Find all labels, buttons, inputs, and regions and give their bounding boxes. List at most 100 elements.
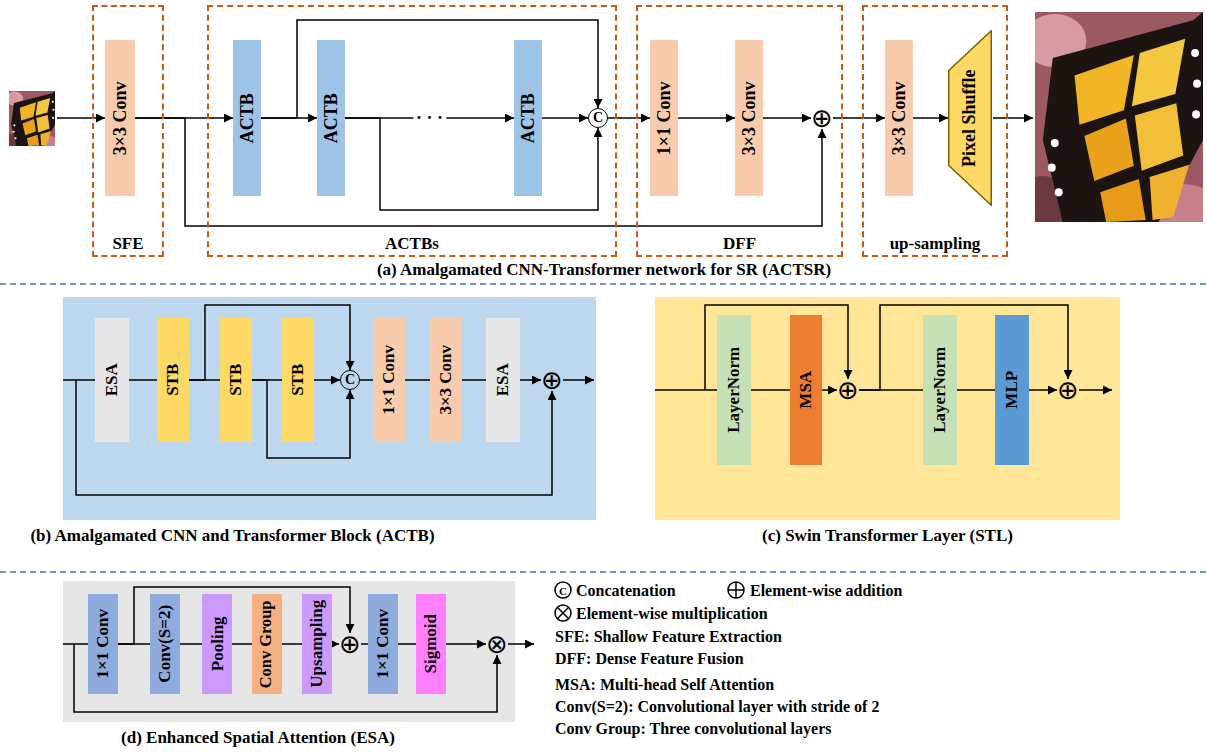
label-holder: Conv(S=2): Convolutional layer with stri… [555,697,879,716]
connector [314,379,340,381]
label-holder: MSA: Multi-head Self Attention [555,675,774,694]
region-label: ACTBs [385,234,439,254]
box-label: Conv(S=2) [155,605,175,683]
box-label: 3×3 Conv [436,345,456,415]
conv-layer: 1×1 Conv [650,40,678,196]
operator-symbol: ⊕ [1057,379,1079,401]
connector [361,643,368,645]
box-label: ESA [102,363,122,396]
output-image [1017,12,1207,237]
operator-symbol: ⊕ [811,107,833,129]
concat-node: C [588,108,608,128]
box-label: LayerNorm [930,347,950,433]
connector [822,389,837,391]
box-label: MLP [1002,371,1022,409]
sigmoid-layer: Sigmoid [416,594,446,694]
connector [520,379,541,381]
connector [360,379,373,381]
abbreviation-note: Conv Group: Three convolutional layers [555,720,831,737]
box-label: STB [226,364,246,396]
legend-text: Element-wise multiplication [576,605,768,622]
output-wire [993,117,1033,119]
conv-layer: 1×1 Conv [88,594,118,694]
connector [957,389,995,391]
box-label: Pixel Shuffle [960,69,981,167]
label-holder: DFF: Dense Feature Fusion [555,649,744,668]
input-wire [63,643,88,645]
legend-symbol [555,605,571,621]
connector [189,305,350,380]
output-wire [508,643,534,645]
symbol-letter: C [559,585,567,597]
actb-block: ACTB [233,40,261,196]
add-node: ⊕ [811,107,833,129]
box-label: Sigmoid [421,614,441,674]
operator-symbol: ⊗ [486,633,508,655]
attention-block: ESA [486,318,520,442]
connector [542,117,588,119]
panel-caption: (a) Amalgamated CNN-Transformer network … [377,260,831,279]
connector [282,643,302,645]
panel-ground [655,297,1120,520]
conv-layer: 3×3 Conv [430,318,462,442]
module-region: up-sampling3×3 ConvPixel Shuffle [862,5,1008,257]
region-label: SFE [112,234,143,254]
output-wire [563,379,594,381]
input-wire [63,379,95,381]
connector [345,118,598,210]
add-node: ⊕ [837,379,859,401]
label-holder: (a) Amalgamated CNN-Transformer network … [377,260,831,280]
connector [405,379,430,381]
label-holder: Conv Group: Three convolutional layers [555,719,831,738]
box-label: Upsampling [307,600,327,688]
separator [0,283,1207,285]
box-label: Conv Group [258,600,277,688]
legend-symbol [728,582,744,598]
connector [398,643,416,645]
operator-symbol: ⊕ [541,369,563,391]
operator-symbol: C [345,373,355,387]
box-label: 3×3 Conv [110,81,131,155]
connector [261,20,598,118]
module-region: SFE 3×3 Conv [92,5,164,257]
operator-symbol: ⊕ [837,379,859,401]
legend-symbol [728,582,744,598]
connector [763,117,811,119]
box-label: 1×1 Conv [93,609,113,679]
panel-caption: (c) Swin Transformer Layer (STL) [762,526,1013,546]
input-wire [655,389,717,391]
connector [913,117,948,119]
edge-label-holder: · · · [413,108,446,128]
block-panel: (b) Amalgamated CNN and Transformer Bloc… [63,297,596,520]
panel-caption: (d) Enhanced Spatial Attention (ESA) [121,728,395,748]
abbreviation-note: MSA: Multi-head Self Attention [555,676,774,693]
multiply-node: ⊗ [486,633,508,655]
connector [678,117,735,119]
abbreviation-note: SFE: Shallow Feature Extraction [555,628,782,645]
attention-layer: MSA [790,315,822,465]
attention-block: ESA [95,318,129,442]
box-label: 1×1 Conv [379,345,399,415]
box-label: Pooling [207,617,227,672]
abbreviation-note: Conv(S=2): Convolutional layer with stri… [555,698,879,715]
edge-label: · · · [413,108,446,128]
transformer-block: STB [282,318,314,442]
legend-symbol [557,607,568,618]
box-label: ACTB [518,93,539,143]
legend-symbol [555,582,571,598]
pooling-layer: Pooling [202,594,232,694]
connector [332,643,339,645]
connector [462,379,486,381]
conv-layer: Conv(S=2) [150,594,180,694]
connector [608,117,650,119]
mlp-layer: MLP [995,315,1029,465]
add-node: ⊕ [339,633,361,655]
block-panel: (c) Swin Transformer Layer (STL)LayerNor… [655,297,1120,520]
module-region: ACTBsACTBACTBACTBC [207,5,617,257]
connector [180,643,202,645]
actb-block: ACTB [514,40,542,196]
label-holder: C [559,581,567,599]
operator-symbol: C [593,111,603,125]
output-wire [1079,389,1112,391]
